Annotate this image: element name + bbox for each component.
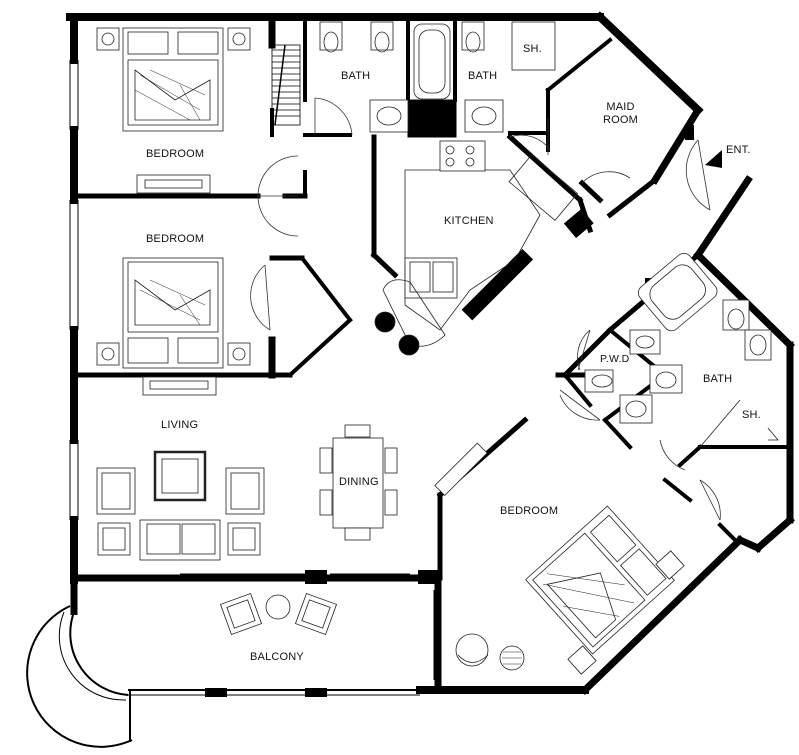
room-label-bath-right: BATH — [468, 70, 498, 82]
bed-top — [96, 27, 251, 194]
bed-master — [434, 442, 685, 675]
kitchen-fixtures — [374, 140, 579, 356]
doors — [250, 97, 721, 521]
room-label-bath-left: BATH — [341, 70, 371, 82]
room-label-bedroom-mid: BEDROOM — [146, 233, 205, 245]
bed-mid — [96, 257, 251, 396]
room-label-bath-master: BATH — [703, 373, 733, 385]
room-label-entrance: ENT. — [726, 144, 751, 156]
entrance-marker — [705, 150, 722, 168]
room-label-balcony: BALCONY — [250, 651, 304, 663]
room-label-pwd: P.W.D — [600, 353, 630, 365]
room-label-dining: DINING — [339, 476, 379, 488]
balcony-furniture — [219, 592, 338, 636]
dining-furniture — [319, 424, 398, 541]
room-label-maid-room: MAID ROOM — [603, 101, 639, 126]
baths-top — [319, 21, 556, 133]
room-label-bedroom-master: BEDROOM — [500, 505, 559, 517]
pwd-bath-fixtures — [584, 252, 779, 448]
exterior-walls — [66, 11, 795, 695]
room-label-shower-top: SH. — [523, 43, 542, 55]
room-label-kitchen: KITCHEN — [444, 215, 494, 227]
room-label-living: LIVING — [161, 419, 199, 431]
living-furniture — [96, 450, 265, 561]
windows — [69, 60, 442, 680]
balcony-structure — [26, 578, 420, 748]
stair — [271, 44, 301, 126]
room-label-bedroom-top: BEDROOM — [146, 148, 205, 160]
room-label-shower-master: SH. — [742, 409, 761, 421]
